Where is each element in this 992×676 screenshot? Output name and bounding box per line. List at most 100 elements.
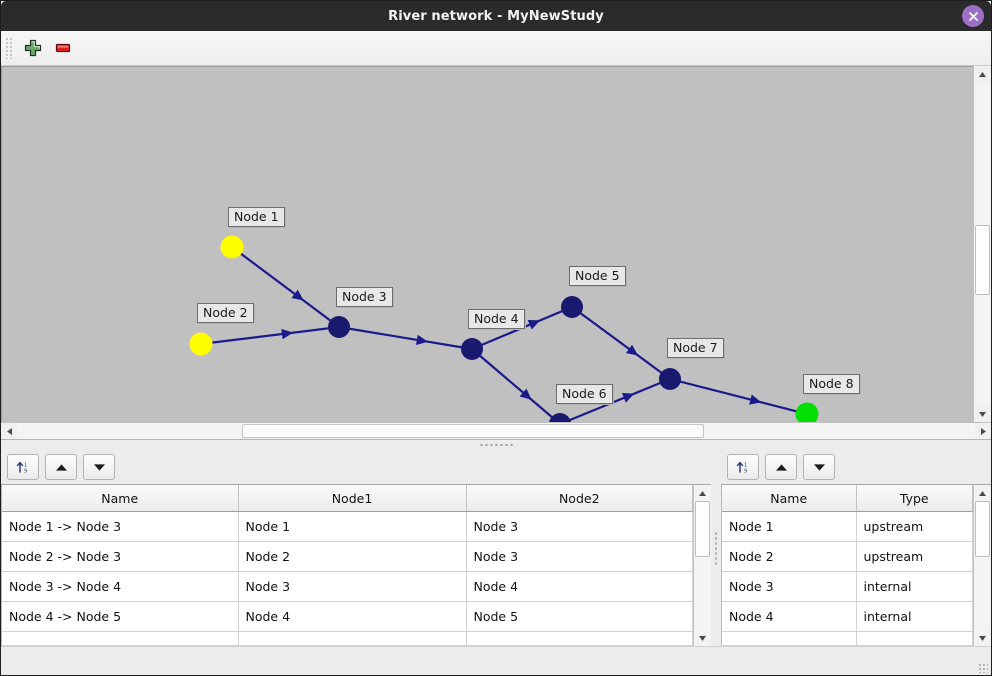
scroll-left-button[interactable] (1, 423, 17, 439)
canvas-vscroll-thumb[interactable] (975, 224, 990, 295)
edge-Node2-Node3[interactable] (210, 327, 330, 344)
nodes-move-up-button[interactable] (765, 454, 797, 480)
table-row-empty[interactable] (2, 631, 693, 646)
node-label-node2[interactable]: Node 2 (197, 303, 254, 324)
reaches-cell[interactable]: Node 1 -> Node 3 (2, 511, 239, 542)
reaches-cell[interactable]: Node 1 (238, 511, 467, 542)
delete-node-button[interactable] (48, 33, 78, 63)
scroll-down-button[interactable] (974, 406, 991, 422)
edge-Node7-Node8[interactable] (679, 380, 798, 413)
nodes-cell-empty[interactable] (856, 631, 973, 646)
edge-Node6-Node7[interactable] (568, 381, 662, 422)
reaches-cell[interactable]: Node 4 (238, 601, 467, 632)
reaches-vscroll-track[interactable] (694, 501, 711, 630)
edge-Node1-Node3[interactable] (239, 252, 332, 322)
graph-node-node1[interactable] (220, 235, 244, 259)
nodes-sort-button[interactable]: 1 9 (727, 454, 759, 480)
graph-node-node6[interactable] (549, 413, 571, 422)
chevron-down-icon (979, 635, 986, 641)
nodes-column-header[interactable]: Name (722, 485, 857, 512)
node-label-node1[interactable]: Node 1 (228, 207, 285, 228)
horizontal-splitter[interactable] (1, 439, 991, 450)
table-row-empty[interactable] (722, 631, 973, 646)
node-label-node4[interactable]: Node 4 (468, 309, 525, 330)
node-label-node3[interactable]: Node 3 (336, 287, 393, 308)
graph-node-node7[interactable] (659, 368, 681, 390)
node-label-node8[interactable]: Node 8 (803, 374, 860, 395)
nodes-cell[interactable]: Node 1 (722, 511, 857, 542)
canvas-hscroll-thumb[interactable] (242, 424, 704, 438)
nodes-cell[interactable]: Node 3 (722, 571, 857, 602)
reaches-scroll-down-button[interactable] (694, 630, 711, 646)
reaches-cell-empty[interactable] (466, 631, 693, 646)
reaches-cell[interactable]: Node 4 -> Node 5 (2, 601, 239, 632)
nodes-cell[interactable]: Node 2 (722, 541, 857, 572)
canvas-hscroll-track[interactable] (17, 423, 975, 439)
nodes-vscroll-thumb[interactable] (975, 501, 990, 558)
node-label-node7[interactable]: Node 7 (667, 338, 724, 359)
reaches-column-header[interactable]: Name (2, 485, 239, 512)
graph-node-node4[interactable] (461, 338, 483, 360)
node-label-node6[interactable]: Node 6 (556, 384, 613, 405)
network-canvas[interactable]: Node 1 Node 2 Node 3 Node 4 Node 5 Node 6 Node… (1, 66, 973, 422)
graph-node-node8[interactable] (795, 402, 819, 423)
reaches-cell-empty[interactable] (2, 631, 239, 646)
reaches-cell[interactable]: Node 3 (466, 541, 693, 572)
reaches-cell[interactable]: Node 2 (238, 541, 467, 572)
nodes-cell[interactable]: Node 4 (722, 601, 857, 632)
nodes-cell[interactable]: internal (856, 571, 973, 602)
add-node-button[interactable] (18, 33, 48, 63)
reaches-column-header[interactable]: Node2 (466, 485, 693, 512)
node-label-node5[interactable]: Node 5 (569, 266, 626, 287)
graph-node-node2[interactable] (189, 332, 213, 356)
toolbar-drag-handle[interactable] (5, 37, 12, 59)
graph-node-node5[interactable] (561, 296, 583, 318)
reaches-scroll-up-button[interactable] (694, 485, 711, 501)
reaches-sort-button[interactable]: 1 9 (7, 454, 39, 480)
reaches-move-up-button[interactable] (45, 454, 77, 480)
edge-Node4-Node6[interactable] (478, 354, 554, 419)
edge-Node5-Node7[interactable] (579, 312, 663, 374)
reaches-column-header[interactable]: Node1 (238, 485, 467, 512)
nodes-cell-empty[interactable] (722, 631, 857, 646)
graph-node-node3[interactable] (328, 316, 350, 338)
scroll-right-button[interactable] (975, 423, 991, 439)
window-resize-grip[interactable] (978, 663, 988, 673)
nodes-cell[interactable]: upstream (856, 541, 973, 572)
close-button[interactable] (962, 5, 984, 27)
reaches-move-down-button[interactable] (83, 454, 115, 480)
edge-Node3-Node4[interactable] (348, 327, 463, 349)
nodes-cell[interactable]: internal (856, 601, 973, 632)
reaches-cell[interactable]: Node 5 (466, 601, 693, 632)
reaches-cell[interactable]: Node 4 (466, 571, 693, 602)
canvas-vertical-scrollbar[interactable] (973, 66, 991, 422)
canvas-vscroll-track[interactable] (974, 82, 991, 406)
reaches-vscroll-thumb[interactable] (695, 501, 710, 558)
reaches-cell[interactable]: Node 3 (238, 571, 467, 602)
reaches-cell-empty[interactable] (238, 631, 467, 646)
canvas-horizontal-scrollbar[interactable] (1, 422, 991, 439)
scroll-up-button[interactable] (974, 66, 991, 82)
reaches-cell[interactable]: Node 3 -> Node 4 (2, 571, 239, 602)
vertical-splitter[interactable] (711, 450, 721, 646)
nodes-cell[interactable]: upstream (856, 511, 973, 542)
reaches-cell[interactable]: Node 3 (466, 511, 693, 542)
nodes-vertical-scrollbar[interactable] (973, 485, 991, 646)
nodes-scroll-down-button[interactable] (974, 630, 991, 646)
nodes-move-down-button[interactable] (803, 454, 835, 480)
nodes-scroll-up-button[interactable] (974, 485, 991, 501)
nodes-column-header[interactable]: Type (856, 485, 973, 512)
reaches-cell[interactable]: Node 2 -> Node 3 (2, 541, 239, 572)
reaches-vertical-scrollbar[interactable] (693, 485, 711, 646)
nodes-vscroll-track[interactable] (974, 501, 991, 630)
